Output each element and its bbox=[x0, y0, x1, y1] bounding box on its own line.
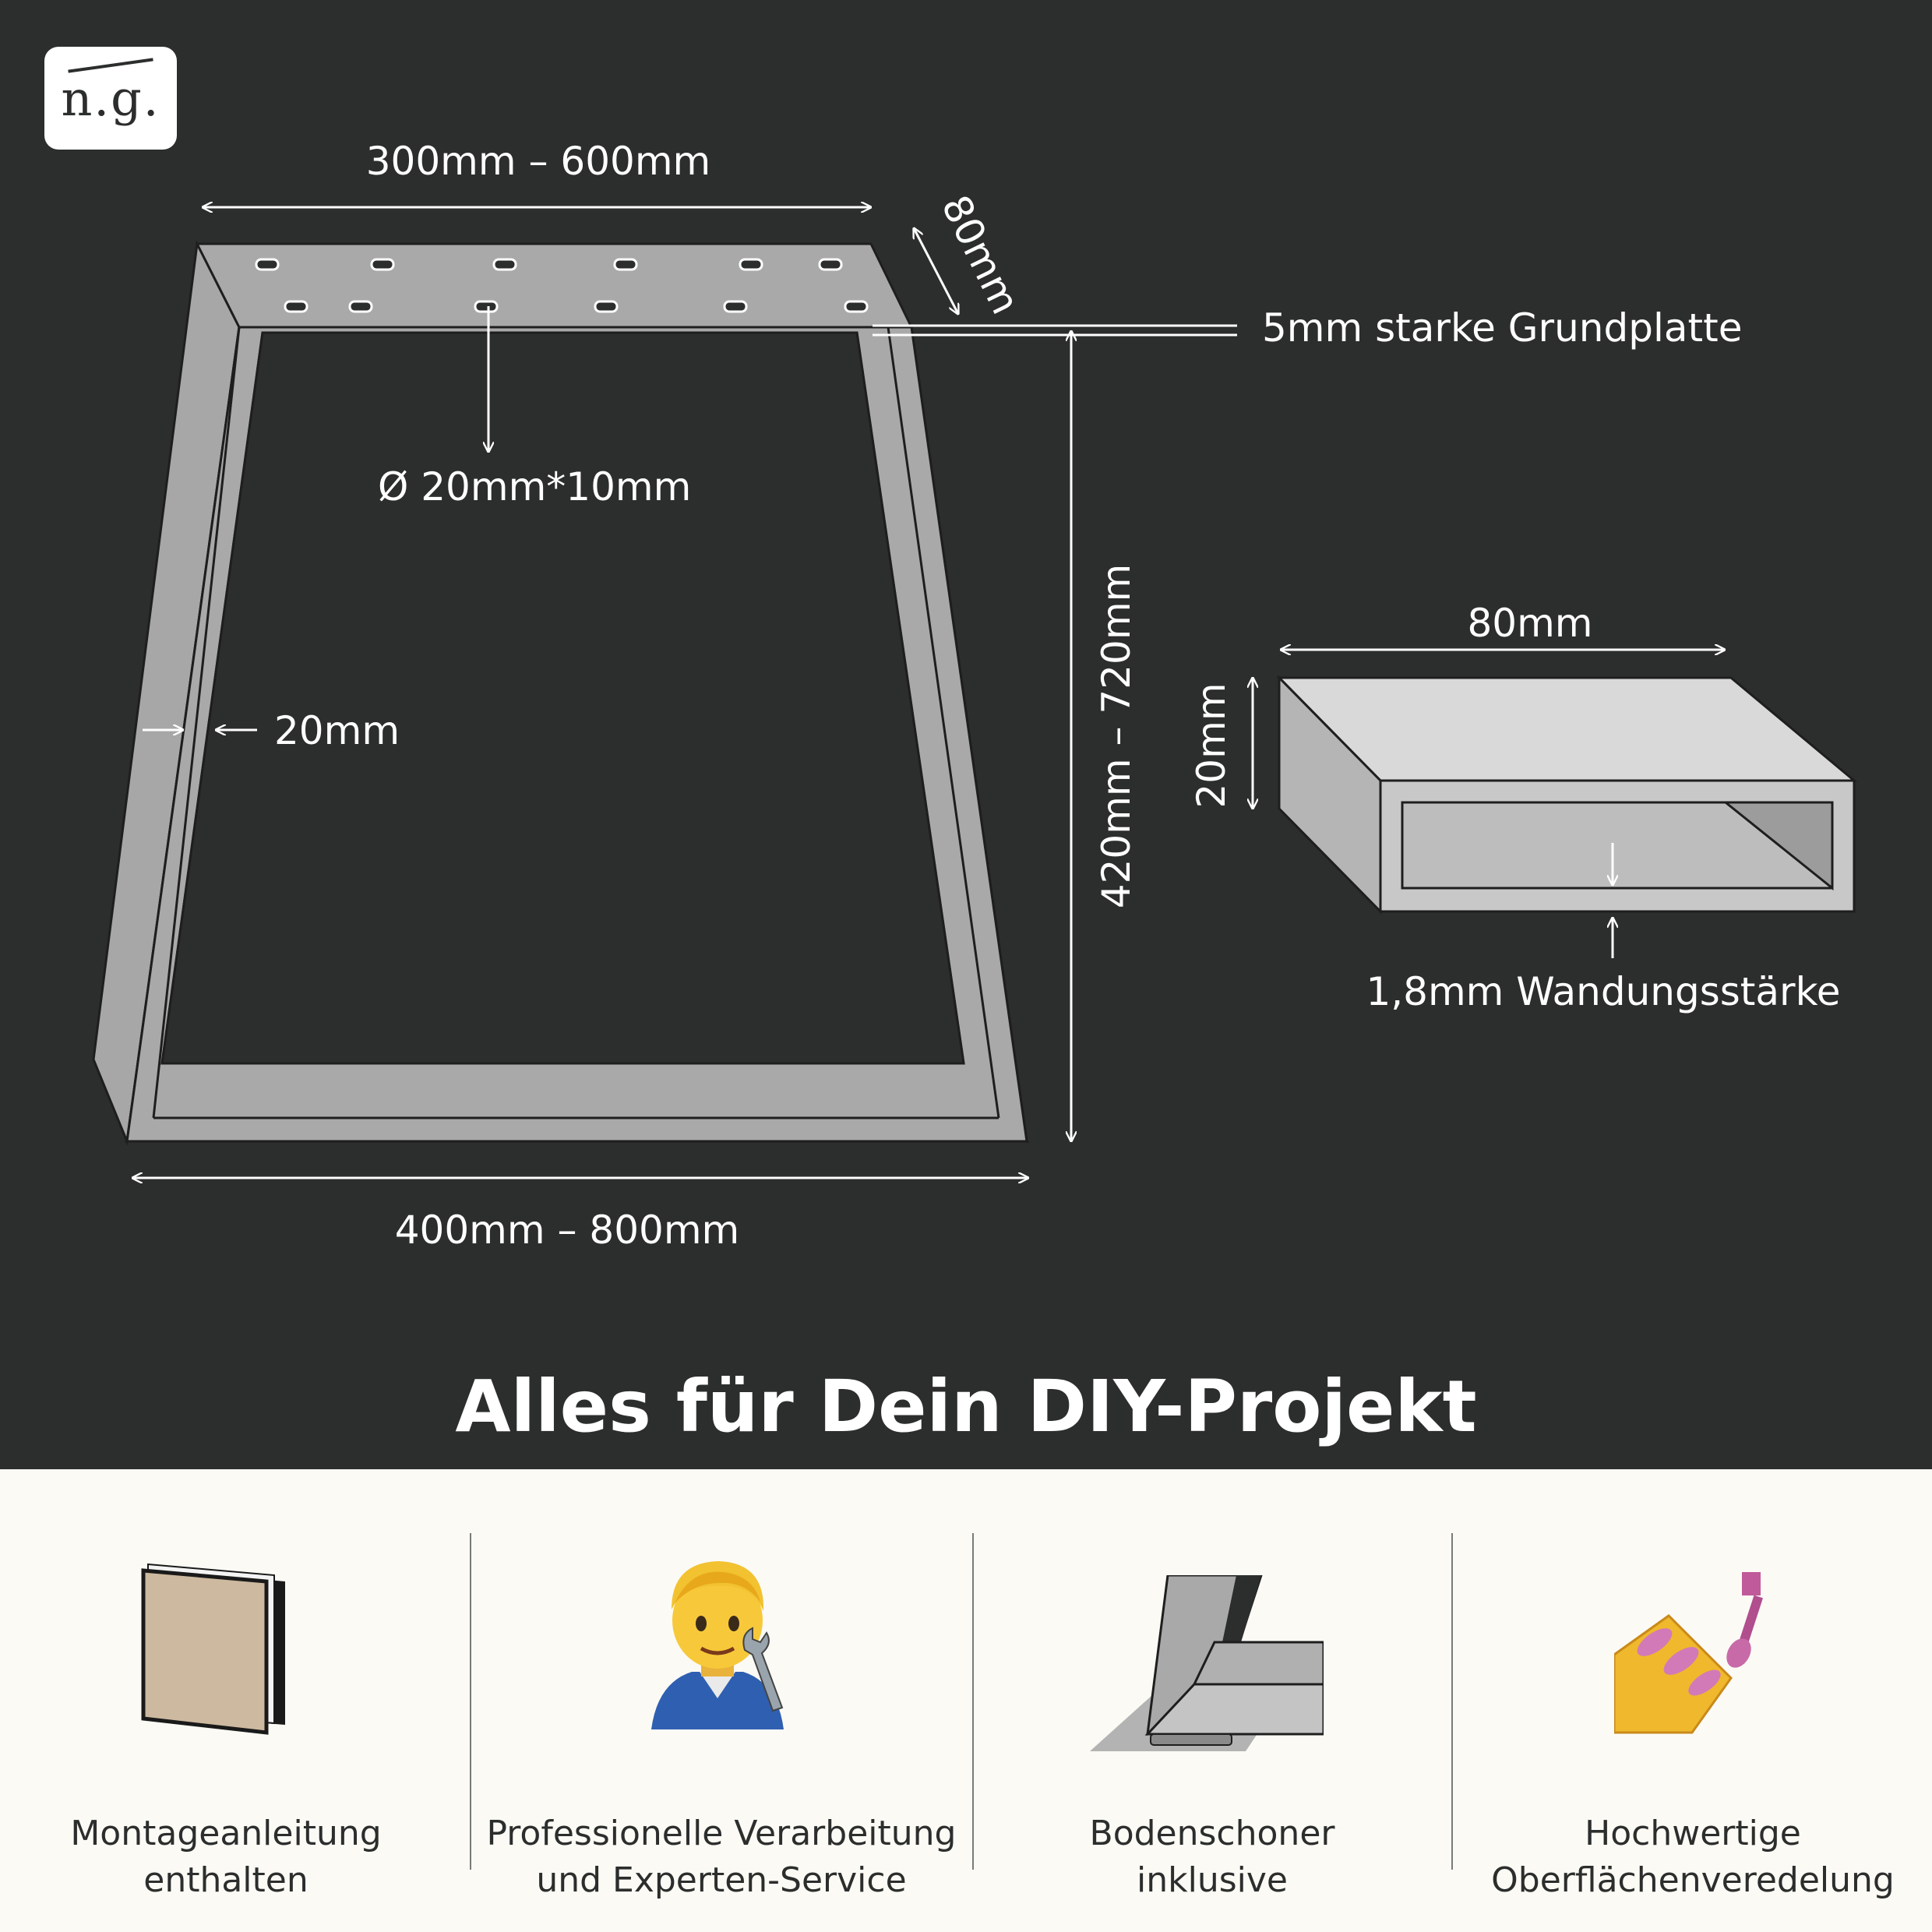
feature-line-2: Oberflächenveredelung bbox=[1491, 1860, 1895, 1900]
feature-line-1: Montageanleitung bbox=[70, 1814, 382, 1853]
feature-professional-service: Professionelle Verarbeitung und Experten… bbox=[472, 1469, 971, 1932]
hole bbox=[818, 258, 843, 271]
hole-size-label: Ø 20mm*10mm bbox=[378, 464, 691, 509]
hole bbox=[370, 258, 395, 271]
feature-line-2: inklusive bbox=[1137, 1860, 1288, 1900]
feature-label: Hochwertige Oberflächenveredelung bbox=[1454, 1810, 1932, 1904]
divider bbox=[470, 1533, 471, 1870]
leg-inner-line-right bbox=[887, 326, 1000, 1119]
profile-cross-section bbox=[1276, 675, 1858, 915]
dim-section-height-label: 20mm bbox=[1189, 682, 1234, 808]
hole bbox=[474, 300, 499, 313]
hole bbox=[723, 300, 748, 313]
features-panel: Montageanleitung enthalten Professionell… bbox=[0, 1469, 1932, 1932]
base-plate bbox=[195, 242, 914, 329]
book-icon bbox=[141, 1563, 285, 1735]
leg-inner-line-left bbox=[152, 326, 241, 1119]
leg-inner-opening bbox=[160, 331, 965, 1065]
feature-line-1: Bodenschoner bbox=[1089, 1814, 1335, 1853]
hole bbox=[348, 300, 373, 313]
dim-plate-depth-arrow bbox=[914, 228, 958, 314]
feature-label: Bodenschoner inklusive bbox=[975, 1810, 1450, 1904]
profile-inner-shadow bbox=[1722, 801, 1834, 891]
hole bbox=[284, 300, 308, 313]
feature-line-2: enthalten bbox=[143, 1860, 308, 1900]
base-plate-label: 5mm starke Grundplatte bbox=[1262, 305, 1742, 351]
dim-section-width-label: 80mm bbox=[1467, 601, 1592, 646]
mechanic-icon bbox=[651, 1561, 784, 1729]
dim-plate-depth-label: 80mm bbox=[933, 189, 1028, 321]
mounting-holes bbox=[255, 258, 869, 313]
feature-surface-finish: Hochwertige Oberflächenveredelung bbox=[1454, 1469, 1932, 1932]
brand-logo: n.g. bbox=[44, 47, 177, 150]
logo-text: n.g. bbox=[61, 70, 160, 127]
feature-line-2: und Experten-Service bbox=[536, 1860, 907, 1900]
hole bbox=[613, 258, 638, 271]
divider bbox=[1451, 1533, 1453, 1870]
feature-assembly-instructions: Montageanleitung enthalten bbox=[0, 1469, 452, 1932]
floor-protector-icon bbox=[1090, 1575, 1324, 1751]
profile-width-label: 20mm bbox=[274, 708, 400, 753]
hole bbox=[492, 258, 517, 271]
headline: Alles für Dein DIY-Projekt bbox=[455, 1365, 1477, 1448]
dim-bottom-width-label: 400mm – 800mm bbox=[395, 1208, 739, 1253]
feature-line-1: Professionelle Verarbeitung bbox=[486, 1814, 957, 1853]
wall-thickness-label: 1,8mm Wandungsstärke bbox=[1366, 969, 1840, 1014]
feature-label: Professionelle Verarbeitung und Experten… bbox=[472, 1810, 971, 1904]
dim-height-label: 420mm – 720mm bbox=[1094, 564, 1139, 908]
hole bbox=[739, 258, 763, 271]
hole bbox=[844, 300, 869, 313]
feature-line-1: Hochwertige bbox=[1585, 1814, 1801, 1853]
feature-label: Montageanleitung enthalten bbox=[0, 1810, 452, 1904]
diagram-area: n.g. bbox=[44, 47, 1858, 1448]
nail-polish-icon bbox=[1614, 1572, 1763, 1734]
hole bbox=[594, 300, 619, 313]
divider bbox=[972, 1533, 974, 1870]
hole bbox=[255, 258, 280, 271]
feature-floor-protector: Bodenschoner inklusive bbox=[975, 1469, 1450, 1932]
dim-top-width-label: 300mm – 600mm bbox=[366, 139, 710, 184]
table-leg-diagram: 300mm – 600mm 80mm 5mm starke Grundplatt… bbox=[92, 139, 1858, 1253]
